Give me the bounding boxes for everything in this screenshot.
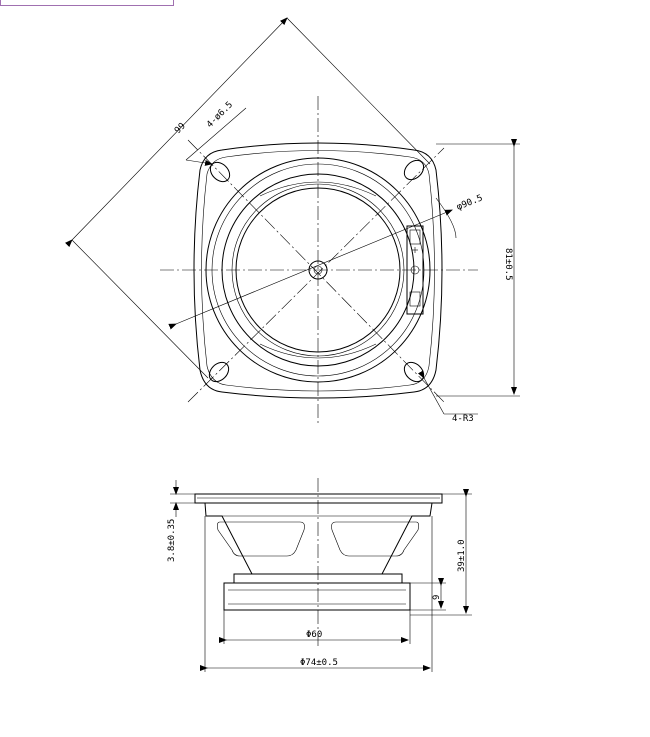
diameter-label: φ90.5 [455,193,484,212]
magnet-height-label: 9 [432,595,442,600]
front-view: 99 4-ø6.5 φ90.5 81±0.5 4-R3 [64,17,520,426]
cone-diameter-label: Φ74±0.5 [300,658,338,668]
square-size-label: 81±0.5 [503,248,513,281]
hole-spec-label: 4-ø6.5 [205,100,235,130]
magnet-diameter-label: Φ60 [306,630,322,640]
diagonal-dimension-label: 99 [173,121,188,136]
side-view: 3.8±0.35 39±1.0 9 Φ60 Φ74±0.5 [167,478,472,672]
top-height-label: 3.8±0.35 [167,519,177,562]
sheet-frame-tab [0,0,174,6]
total-depth-label: 39±1.0 [457,539,467,572]
corner-radius-label: 4-R3 [452,414,474,424]
